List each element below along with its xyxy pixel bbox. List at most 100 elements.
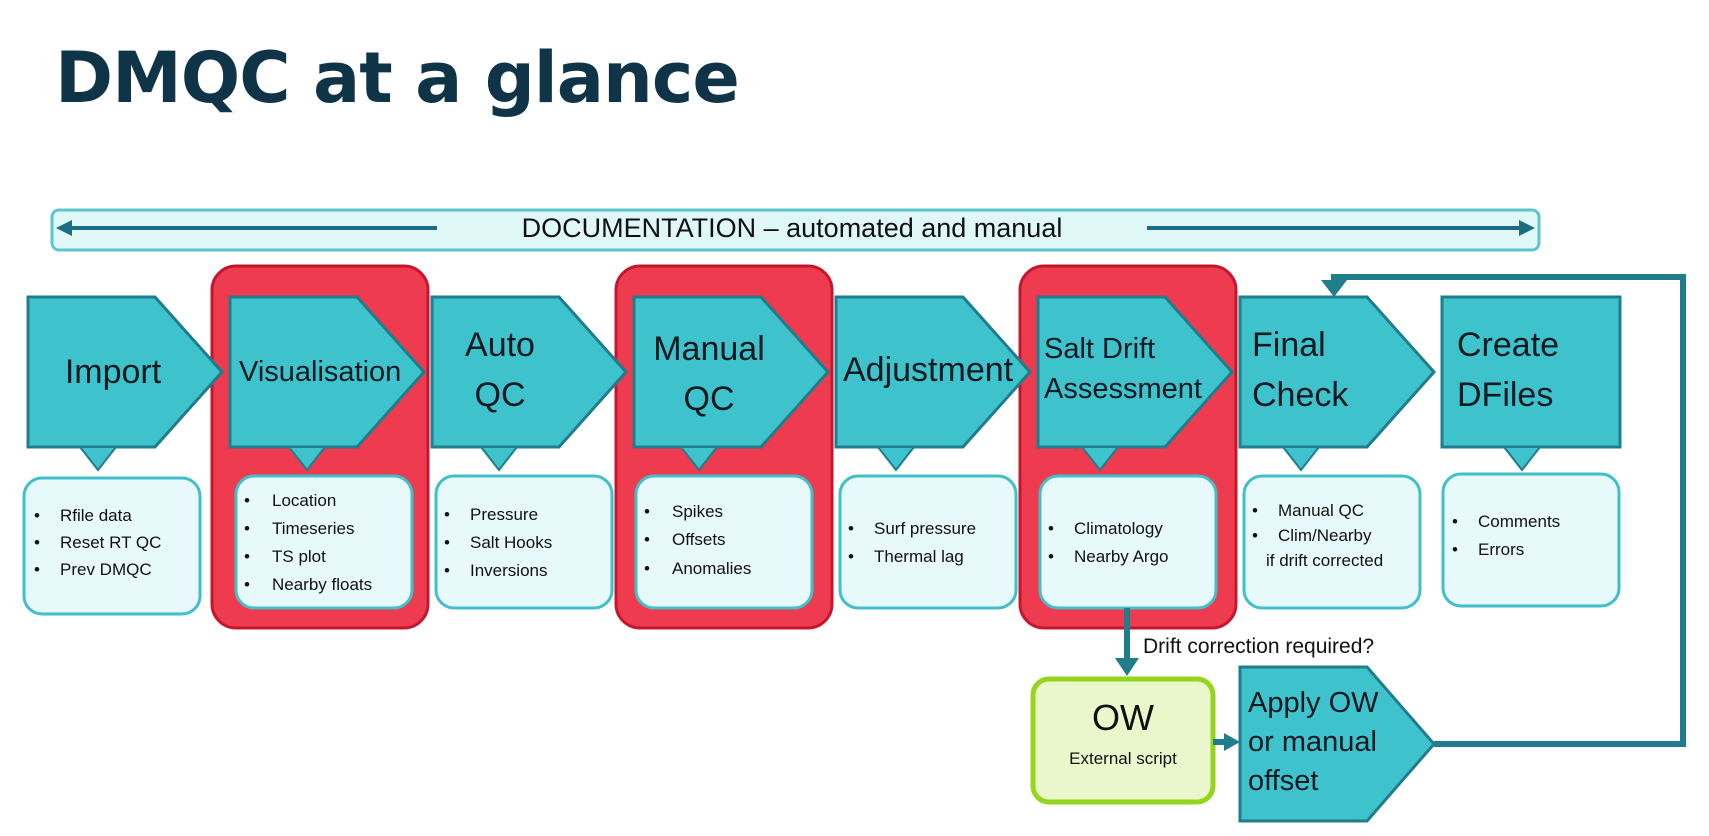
drift-question-label: Drift correction required? [1143,635,1374,658]
stage-visualisation-pointer [286,446,328,472]
stage-create-dfiles-pointer [1501,446,1543,472]
stage-import-bullet-2: • [34,560,40,579]
stage-visualisation-bullet-0: • [244,491,250,510]
stage-visualisation-detail-2: TS plot [272,547,326,566]
stage-adjustment-details [838,474,1018,610]
stage-auto-qc-bullet-1: • [444,533,450,552]
stage-manual-qc-details [634,474,814,610]
stage-salt-drift-bullet-1: • [1048,547,1054,566]
stage-visualisation-detail-1: Timeseries [272,519,355,538]
stage-manual-qc-detail-0: Spikes [672,502,723,521]
stage-visualisation-label: Visualisation [239,356,401,388]
stage-import-bullet-0: • [34,506,40,525]
ow-subtitle: External script [1069,749,1177,768]
left-arrowhead-icon [56,220,72,236]
documentation-label: DOCUMENTATION – automated and manual [522,213,1063,243]
stage-visualisation-bullets: • Location • Timeseries • TS plot • Near… [244,491,372,594]
stage-import-bullets: • Rfile data • Reset RT QC • Prev DMQC [34,506,161,579]
stage-final-check-bullet-0: • [1252,501,1258,520]
right-arrowhead-icon [1224,733,1240,751]
stage-final-check-detail-1: Clim/Nearby [1278,526,1372,545]
stage-import-detail-2: Prev DMQC [60,560,152,579]
apply-ow-chevron [1238,665,1436,823]
stage-salt-drift-bullet-0: • [1048,519,1054,538]
right-arrowhead-icon [1519,220,1535,236]
documentation-bar [50,208,1541,252]
stage-auto-qc-detail-2: Inversions [470,561,547,580]
stage-import-bullet-1: • [34,533,40,552]
stage-salt-drift-chevron [1036,295,1235,449]
stage-auto-qc-details [434,474,614,610]
page-title: DMQC at a glance [55,37,740,119]
stage-visualisation-detail-3: Nearby floats [272,575,372,594]
stage-create-dfiles-detail-1: Errors [1478,540,1524,559]
stage-create-dfiles-box [1440,295,1622,449]
stage-final-check-details [1242,474,1422,610]
stage-final-check-detail-0: Manual QC [1278,501,1364,520]
stage-visualisation-chevron [228,295,427,449]
stage-auto-qc-bullets: • Pressure • Salt Hooks • Inversions [444,505,552,580]
drift-branch: Drift correction required? OW External s… [1030,274,1686,823]
feedback-loop-line [1331,274,1686,747]
stage-manual-qc-bullet-1: • [644,530,650,549]
stage-adjustment-pointer [875,446,917,472]
stage-adjustment-detail-0: Surf pressure [874,519,976,538]
stage-auto-qc-detail-1: Salt Hooks [470,533,552,552]
stage-manual-qc-detail-1: Offsets [672,530,726,549]
stage-import: Import • Rfile data • Reset RT QC • Prev… [22,295,225,616]
stage-auto-qc-pointer [478,446,520,472]
stage-import-detail-0: Rfile data [60,506,132,525]
feedback-arrowhead-icon [1321,280,1347,297]
stage-create-dfiles-bullet-0: • [1452,512,1458,531]
stage-create-dfiles-bullet-1: • [1452,540,1458,559]
stage-import-pointer [77,446,119,472]
stage-create-dfiles-detail-0: Comments [1478,512,1560,531]
stage-manual-qc-detail-2: Anomalies [672,559,751,578]
stage-visualisation-detail-0: Location [272,491,336,510]
stage-manual-qc-bullets: • Spikes • Offsets • Anomalies [644,502,751,578]
stage-import-label: Import [65,353,162,391]
stage-adjustment-bullets: • Surf pressure • Thermal lag [848,519,976,566]
stage-final-check-detail-2: if drift corrected [1266,551,1383,570]
stage-final-check-bullet-1: • [1252,526,1258,545]
stage-create-dfiles-bullets: • Comments • Errors [1452,512,1560,559]
stage-adjustment-label: Adjustment [843,351,1014,389]
stage-manual-qc-bullet-0: • [644,502,650,521]
stage-salt-drift-details [1038,474,1218,610]
stage-import-details [22,476,202,616]
stage-import-detail-1: Reset RT QC [60,533,161,552]
stage-salt-drift-detail-1: Nearby Argo [1074,547,1169,566]
stage-manual-qc-bullet-2: • [644,559,650,578]
documentation-banner: DOCUMENTATION – automated and manual [50,208,1541,252]
stage-final-check-bullets: • Manual QC • Clim/Nearby if drift corre… [1252,501,1383,570]
stage-adjustment-bullet-0: • [848,519,854,538]
stage-create-dfiles-details [1441,472,1621,608]
stage-final-check-pointer [1280,446,1322,472]
stage-visualisation: Visualisation • Location • Timeseries • … [228,295,427,610]
down-arrowhead-icon [1115,658,1139,676]
stage-auto-qc-bullet-2: • [444,561,450,580]
stage-visualisation-bullet-2: • [244,547,250,566]
stage-import-chevron [26,295,225,449]
stage-adjustment: Adjustment • Surf pressure • Thermal lag [834,295,1033,610]
stage-salt-drift-detail-0: Climatology [1074,519,1163,538]
ow-title: OW [1092,697,1154,738]
stage-auto-qc-chevron [430,295,629,449]
stage-auto-qc-bullet-0: • [444,505,450,524]
stage-adjustment-chevron [834,295,1033,449]
stage-adjustment-detail-1: Thermal lag [874,547,964,566]
stage-manual-qc-chevron [632,295,831,449]
stage-auto-qc-detail-0: Pressure [470,505,538,524]
stage-visualisation-bullet-3: • [244,575,250,594]
